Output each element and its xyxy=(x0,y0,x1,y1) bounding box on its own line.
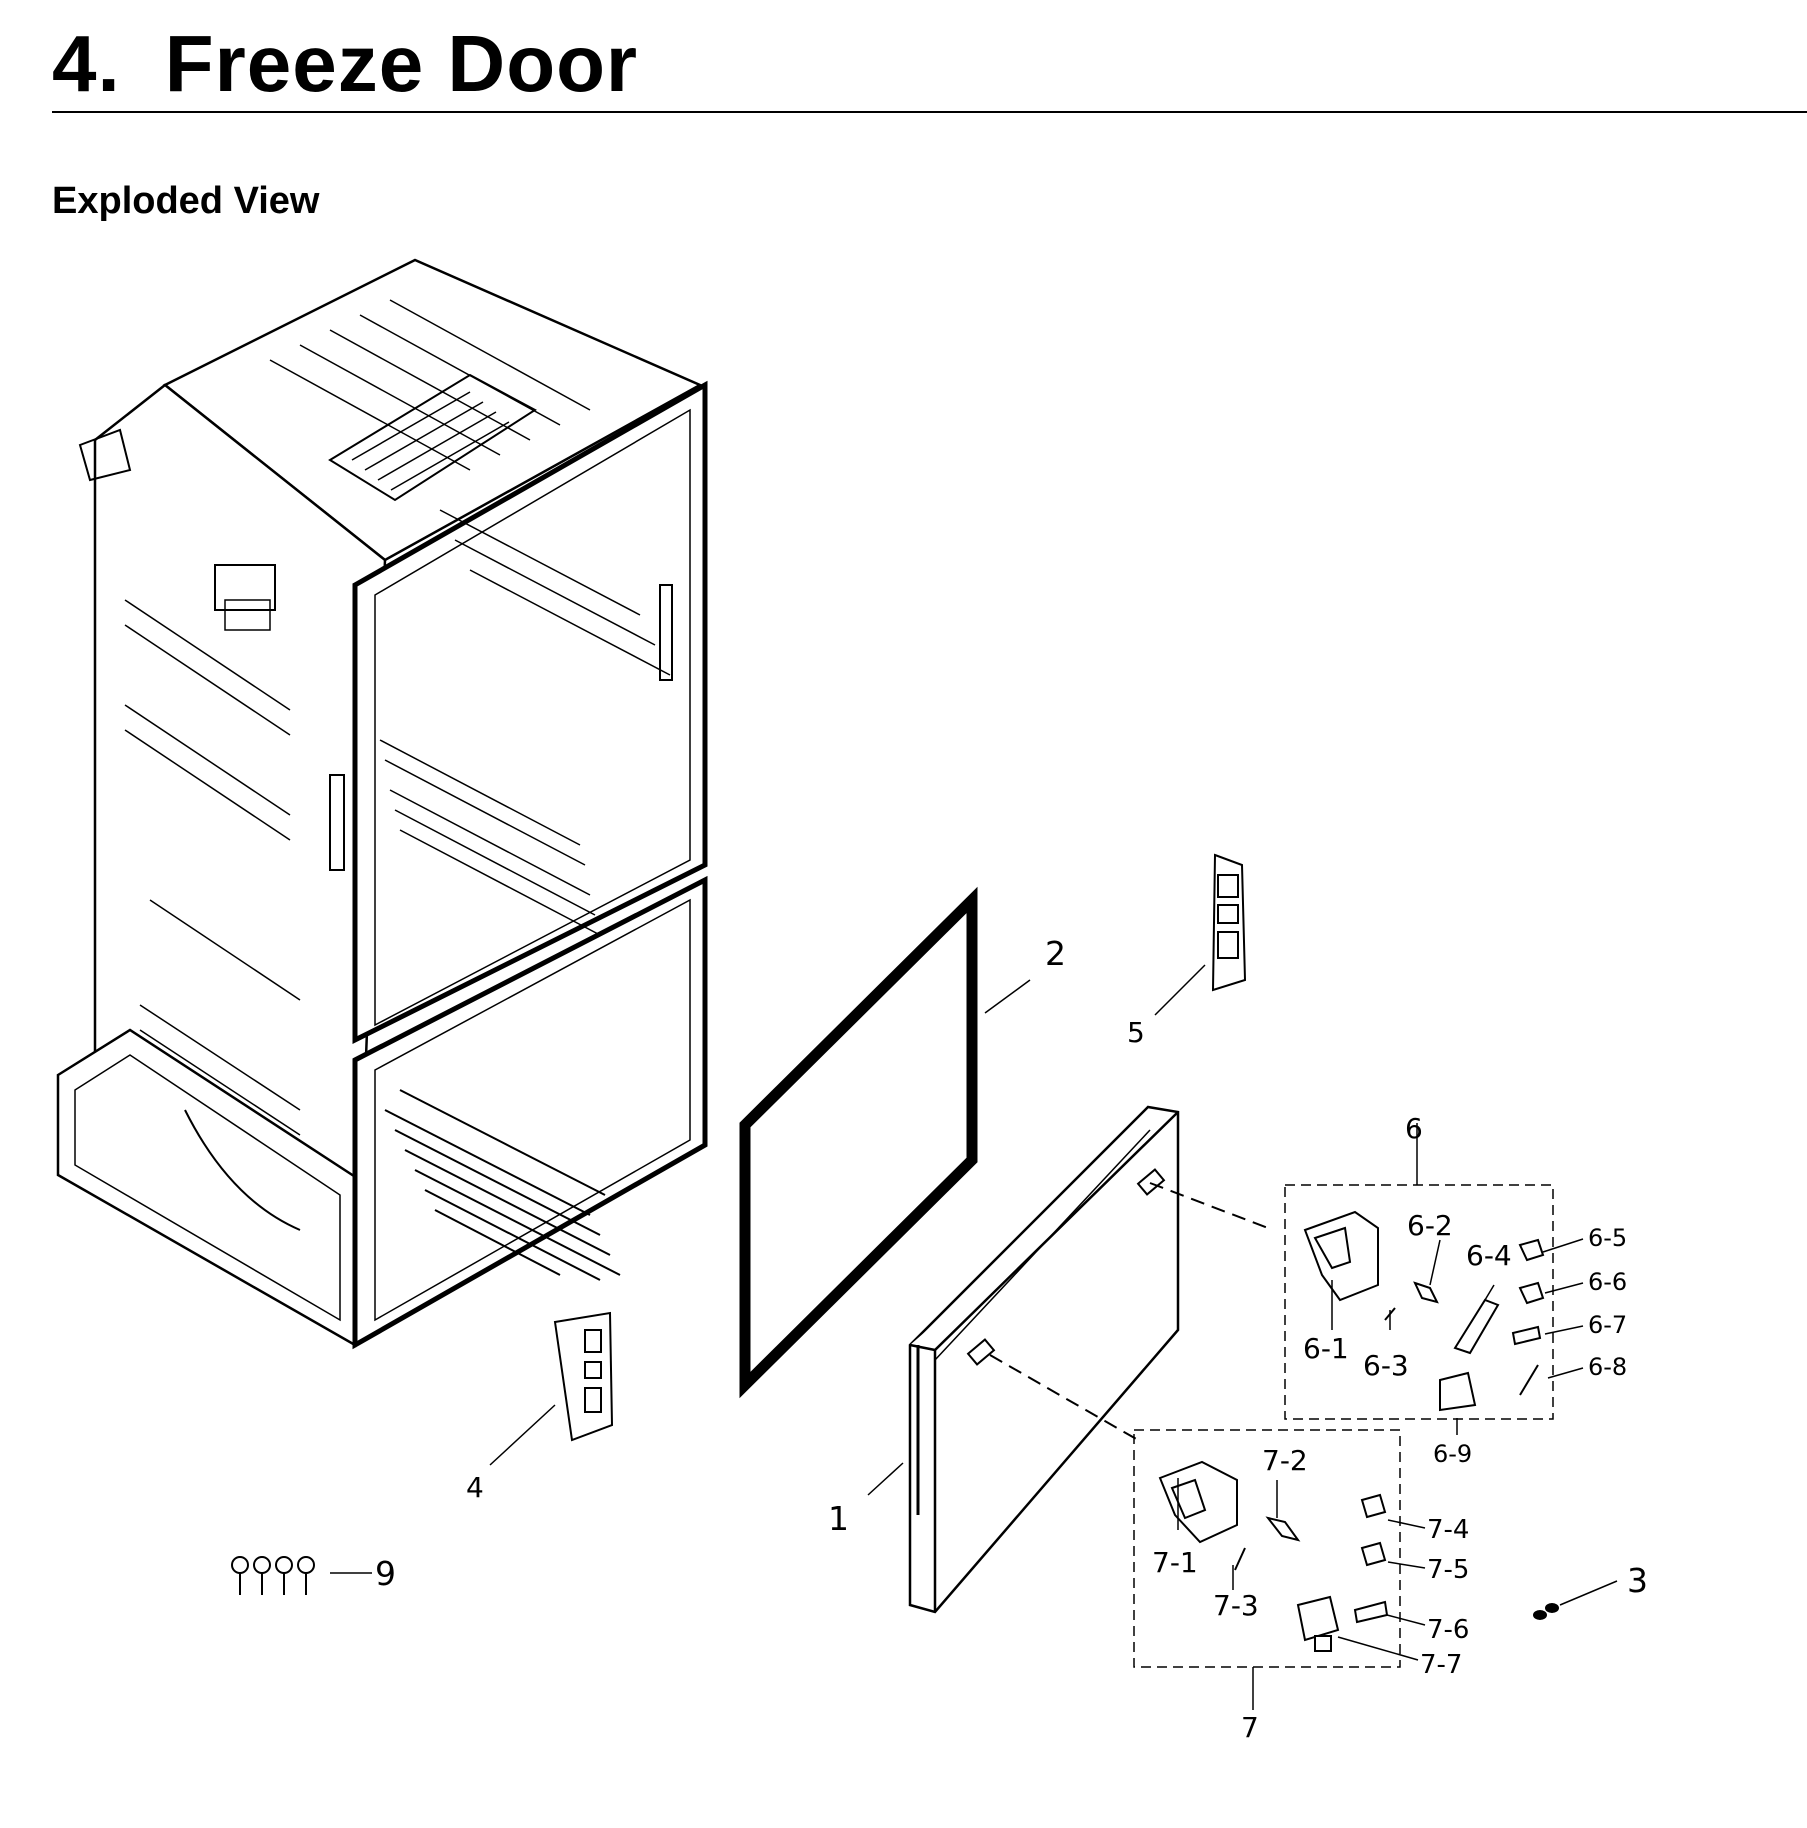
section-number: 4. xyxy=(52,19,121,108)
callout-7: 7 xyxy=(1241,1711,1259,1744)
freezer-door xyxy=(908,1105,1180,1614)
callout-6-2: 6-2 xyxy=(1407,1209,1453,1242)
page-title: 4. Freeze Door xyxy=(52,18,638,110)
callout-5: 5 xyxy=(1127,1016,1145,1049)
callout-7-6: 7-6 xyxy=(1427,1615,1469,1645)
section-title: Freeze Door xyxy=(164,19,639,108)
hinge-bracket-left xyxy=(553,1311,614,1442)
callout-6: 6 xyxy=(1405,1112,1423,1145)
assembly-boxes xyxy=(989,1182,1554,1668)
refrigerator-cabinet xyxy=(56,258,708,1350)
title-divider xyxy=(52,111,1807,113)
callout-1: 1 xyxy=(828,1499,849,1538)
callout-6-4: 6-4 xyxy=(1466,1239,1512,1272)
callout-9: 9 xyxy=(375,1554,396,1593)
gasket-door xyxy=(739,886,978,1399)
leader-lines xyxy=(330,964,1618,1710)
callout-7-4: 7-4 xyxy=(1427,1515,1469,1545)
callout-labels: 1 2 3 4 5 6 6-1 6-2 6-3 6-4 6-5 6-6 6-7 … xyxy=(375,934,1648,1744)
callout-6-6: 6-6 xyxy=(1588,1268,1627,1296)
callout-7-7: 7-7 xyxy=(1420,1650,1462,1680)
callout-7-3: 7-3 xyxy=(1213,1589,1259,1622)
hinge-bracket-right xyxy=(1211,853,1247,992)
callout-7-2: 7-2 xyxy=(1262,1444,1308,1477)
callout-4: 4 xyxy=(466,1471,484,1504)
callout-3: 3 xyxy=(1627,1561,1648,1600)
callout-6-9: 6-9 xyxy=(1433,1440,1472,1468)
screw-set xyxy=(231,1556,315,1595)
callout-6-8: 6-8 xyxy=(1588,1353,1627,1381)
callout-6-1: 6-1 xyxy=(1303,1332,1349,1365)
assembly-7-parts xyxy=(1158,1460,1389,1652)
assembly-6-parts xyxy=(1303,1210,1545,1412)
callout-7-1: 7-1 xyxy=(1152,1546,1198,1579)
callout-2: 2 xyxy=(1045,934,1066,973)
screw-small xyxy=(1533,1603,1559,1620)
callout-6-5: 6-5 xyxy=(1588,1224,1627,1252)
callout-6-3: 6-3 xyxy=(1363,1349,1409,1382)
callout-7-5: 7-5 xyxy=(1427,1555,1469,1585)
callout-6-7: 6-7 xyxy=(1588,1311,1627,1339)
subtitle: Exploded View xyxy=(52,180,320,222)
